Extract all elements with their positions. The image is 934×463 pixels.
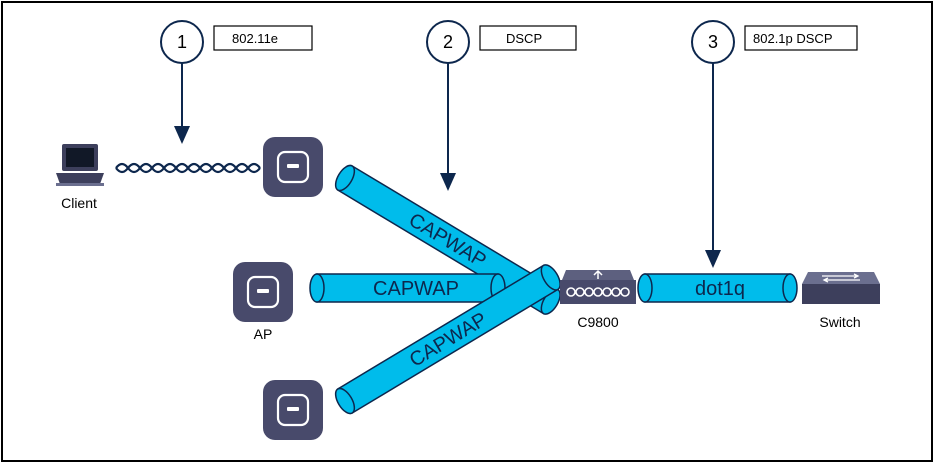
access-point-icon xyxy=(263,137,323,197)
callout-1-tag-box xyxy=(213,25,313,51)
client-device: Client xyxy=(56,144,104,211)
switch-label: Switch xyxy=(819,314,860,330)
client-label: Client xyxy=(61,195,97,211)
laptop-icon xyxy=(56,144,104,186)
access-point-top xyxy=(263,137,323,197)
callout-2-tag: DSCP xyxy=(506,31,542,46)
ap-label: AP xyxy=(254,326,273,342)
callout-1-number: 1 xyxy=(177,32,187,52)
c9800-label: C9800 xyxy=(577,314,618,330)
capwap-middle-label: CAPWAP xyxy=(373,278,459,300)
c9800-controller: C9800 xyxy=(560,269,636,330)
callout-3-number: 3 xyxy=(708,32,718,52)
access-point-middle: AP xyxy=(233,262,293,342)
access-point-bottom xyxy=(263,380,323,440)
callout-2-number: 2 xyxy=(443,32,453,52)
switch-icon xyxy=(802,272,880,304)
callout-2: 2 DSCP xyxy=(426,20,577,191)
switch-device: Switch xyxy=(802,272,880,330)
callout-3: 3 802.1p DSCP xyxy=(691,20,858,268)
dot1q-label: dot1q xyxy=(695,278,745,300)
access-point-icon xyxy=(263,380,323,440)
dot1q-uplink: dot1q xyxy=(637,273,798,303)
capwap-tunnel-middle: CAPWAP xyxy=(309,273,506,303)
wireless-controller-icon xyxy=(560,269,636,304)
callout-2-tag-box xyxy=(479,25,577,51)
callout-3-tag-box xyxy=(744,25,858,51)
callout-1-tag: 802.11e xyxy=(232,31,278,46)
wireless-signal-icon xyxy=(115,162,261,174)
callout-3-tag: 802.1p DSCP xyxy=(753,31,833,46)
access-point-icon xyxy=(233,262,293,322)
callout-1: 1 802.11e xyxy=(160,20,313,144)
